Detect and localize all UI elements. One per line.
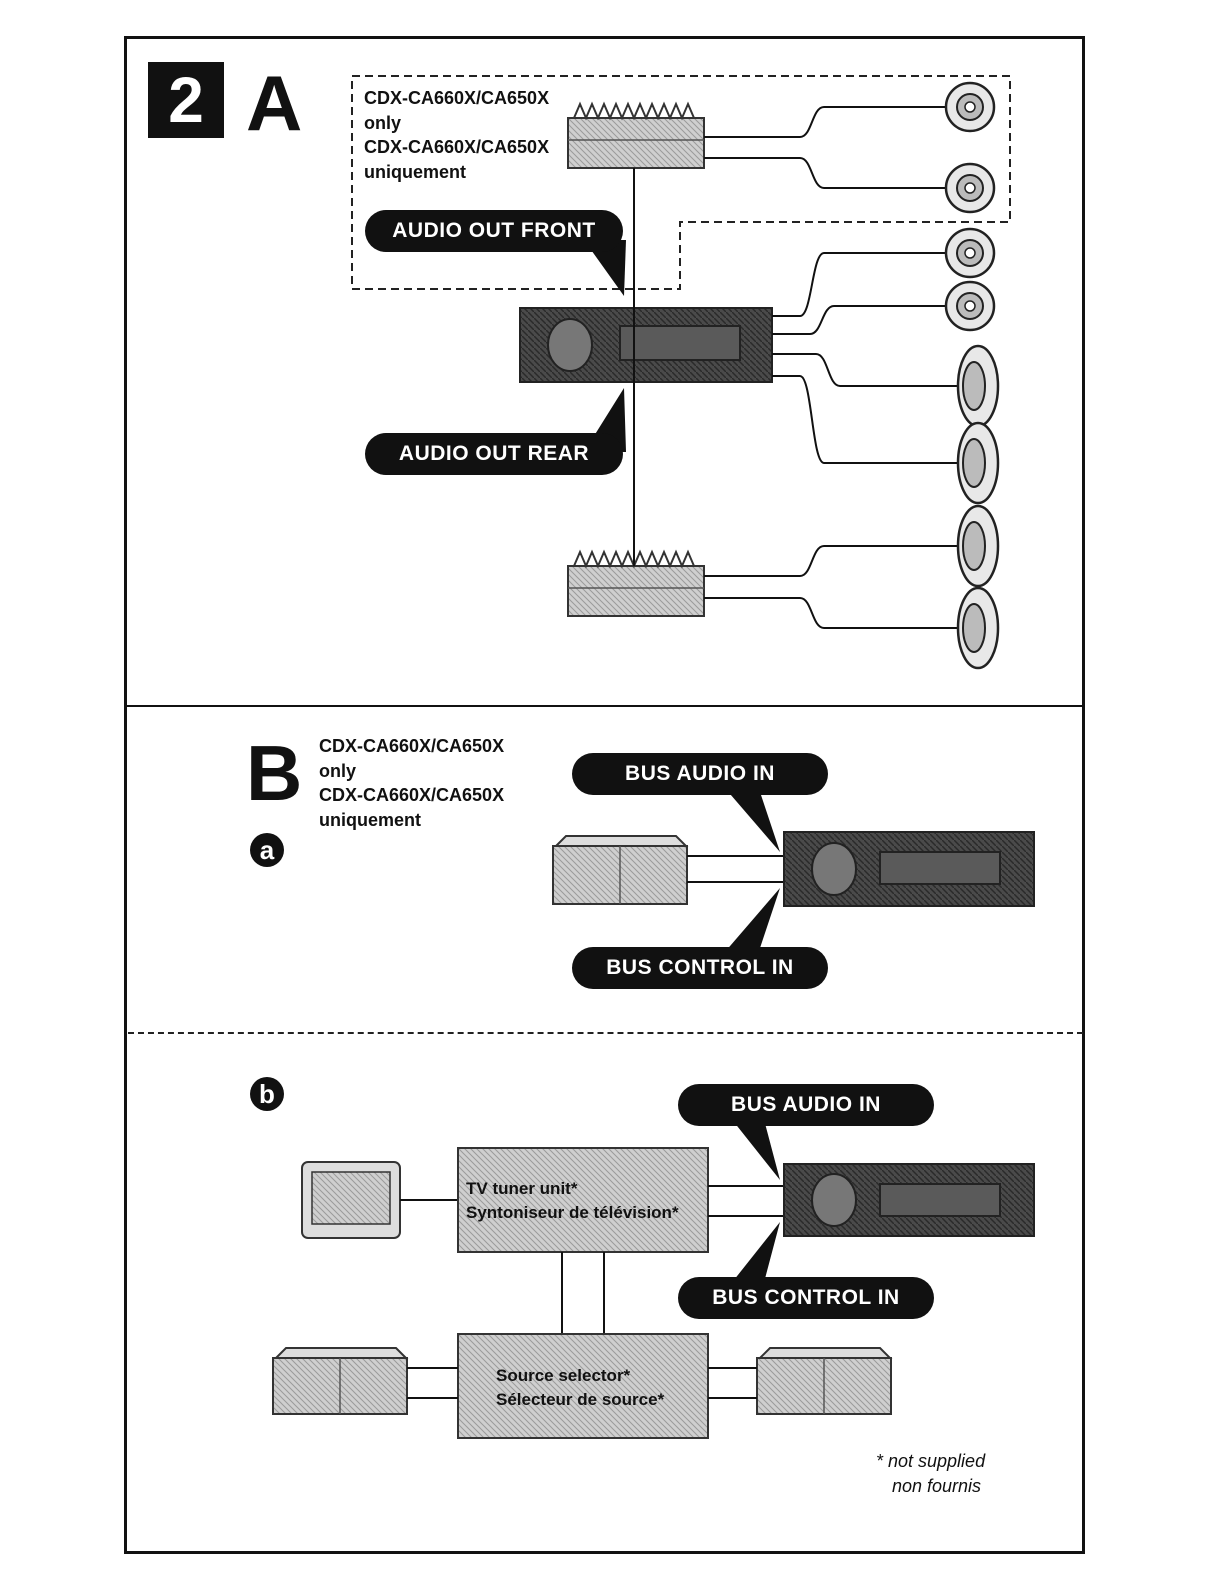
- control-callout-pointer: [718, 888, 780, 960]
- cd-changer-left: [272, 1347, 409, 1415]
- note-line: CDX-CA660X/CA650X: [319, 785, 505, 805]
- subsection-divider: [128, 1032, 1083, 1034]
- source-selector-box: [457, 1333, 709, 1439]
- front-amplifier: [567, 101, 705, 169]
- audio-out-front-label: AUDIO OUT FRONT: [365, 210, 623, 252]
- footnote: * not supplied non fournis: [876, 1449, 985, 1499]
- oval-speaker: [956, 586, 1000, 670]
- head-unit-b-b: [783, 1163, 1035, 1237]
- source-selector-label: Source selector* Sélecteur de source*: [496, 1364, 664, 1412]
- tv-tuner-label: TV tuner unit* Syntoniseur de télévision…: [466, 1177, 679, 1225]
- note-line: uniquement: [364, 161, 466, 182]
- tweeter-speaker: [944, 162, 996, 214]
- section-a-model-note: CDX-CA660X/CA650X only CDX-CA660X/CA650X…: [364, 86, 549, 184]
- note-line: only: [319, 760, 357, 781]
- note-line: CDX-CA660X/CA650X: [364, 137, 550, 157]
- sub-a-marker: a: [250, 833, 284, 867]
- audio-callout-pointer: [718, 780, 780, 852]
- footnote-line: non fournis: [892, 1476, 982, 1496]
- head-unit-a: [519, 307, 773, 383]
- note-line: CDX-CA660X/CA650X: [364, 88, 550, 108]
- cd-changer-right: [756, 1347, 893, 1415]
- cd-changer-a: [552, 835, 689, 905]
- bus-control-in-label-a: BUS CONTROL IN: [572, 947, 828, 989]
- rear-amplifier: [567, 549, 705, 617]
- sub-b-marker: b: [250, 1077, 284, 1111]
- oval-speaker: [956, 421, 1000, 505]
- monitor: [301, 1161, 401, 1239]
- bus-audio-in-label-b: BUS AUDIO IN: [678, 1084, 934, 1126]
- head-unit-b-a: [783, 831, 1035, 907]
- section-b-letter: B: [246, 729, 303, 817]
- audio-callout-pointer-b: [726, 1112, 780, 1180]
- note-line: uniquement: [319, 809, 421, 830]
- control-callout-pointer-b: [726, 1222, 780, 1290]
- audio-out-rear-label: AUDIO OUT REAR: [365, 433, 623, 475]
- tv-tuner-label-line: TV tuner unit*: [466, 1179, 578, 1198]
- tv-tuner-label-line: Syntoniseur de télévision*: [466, 1203, 679, 1222]
- section-b-model-note: CDX-CA660X/CA650X only CDX-CA660X/CA650X…: [319, 734, 504, 832]
- oval-speaker: [956, 344, 1000, 428]
- page-frame: [124, 36, 1085, 1554]
- tweeter-speaker: [944, 81, 996, 133]
- front-callout-pointer: [584, 240, 626, 296]
- tweeter-speaker: [944, 227, 996, 279]
- note-line: CDX-CA660X/CA650X: [319, 736, 505, 756]
- source-selector-label-line: Source selector*: [496, 1366, 631, 1385]
- note-line: only: [364, 112, 402, 133]
- section-divider: [124, 705, 1085, 707]
- optional-area-outline: [351, 75, 1011, 290]
- bus-control-in-label-b: BUS CONTROL IN: [678, 1277, 934, 1319]
- tv-tuner-box: [457, 1147, 709, 1253]
- bus-audio-in-label-a: BUS AUDIO IN: [572, 753, 828, 795]
- tweeter-speaker: [944, 280, 996, 332]
- section-a-letter: A: [246, 59, 303, 147]
- source-selector-label-line: Sélecteur de source*: [496, 1390, 665, 1409]
- footnote-line: * not supplied: [876, 1451, 986, 1471]
- step-number-badge: 2: [148, 62, 224, 138]
- oval-speaker: [956, 504, 1000, 588]
